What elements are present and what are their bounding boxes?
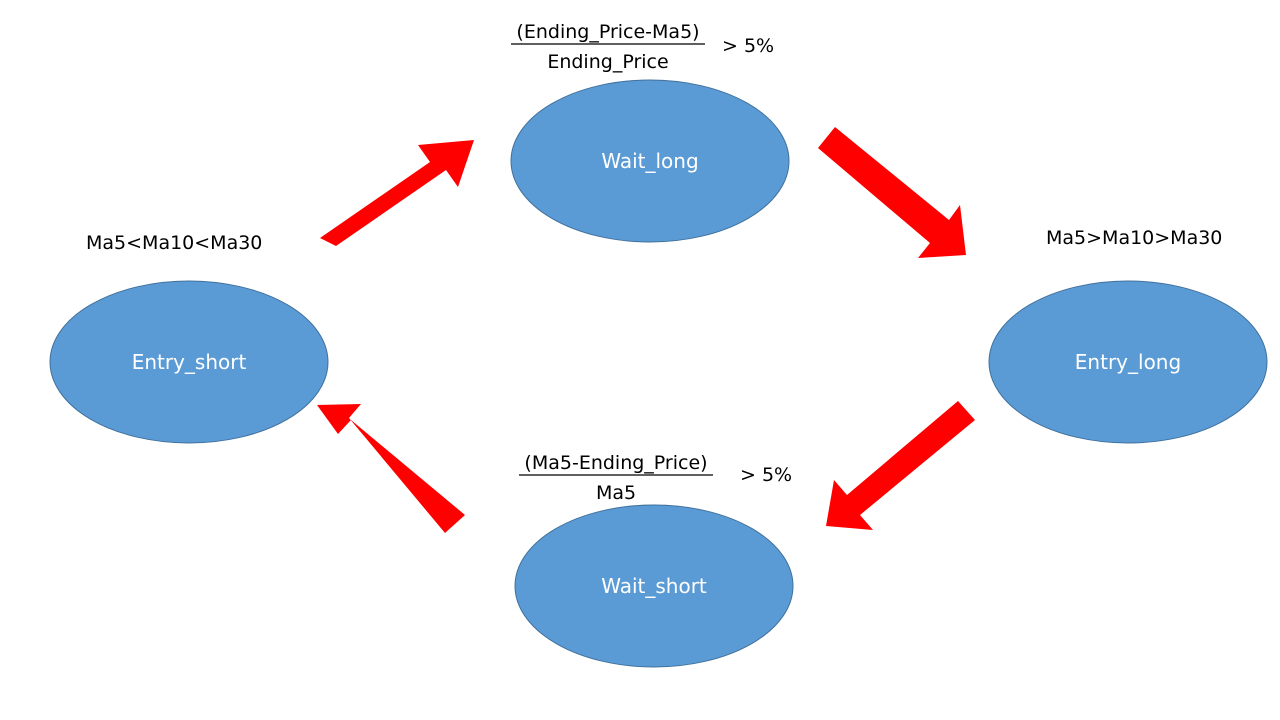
node-label-entry-long: Entry_long [1075,350,1181,374]
arrow-wait-short-to-entry-short [317,404,465,533]
node-label-wait-long: Wait_long [601,149,698,173]
node-entry-short [49,280,329,444]
bottom-condition-threshold: > 5% [740,464,792,486]
arrow-entry-long-to-wait-short [826,401,975,530]
right-condition: Ma5>Ma10>Ma30 [1046,227,1222,249]
node-entry-long [988,280,1268,444]
arrow-entry-short-to-wait-long [320,140,474,246]
top-condition-threshold: > 5% [722,35,774,57]
left-condition: Ma5<Ma10<Ma30 [86,232,262,254]
node-label-entry-short: Entry_short [132,350,247,374]
node-wait-long [510,79,790,243]
bottom-condition-numerator: (Ma5-Ending_Price) [524,452,707,474]
bottom-condition-denominator: Ma5 [596,482,636,504]
top-condition-numerator: (Ending_Price-Ma5) [516,21,699,43]
node-label-wait-short: Wait_short [601,574,707,598]
node-wait-short [514,504,794,668]
top-condition-denominator: Ending_Price [547,51,668,73]
arrow-wait-long-to-entry-long [818,127,966,258]
